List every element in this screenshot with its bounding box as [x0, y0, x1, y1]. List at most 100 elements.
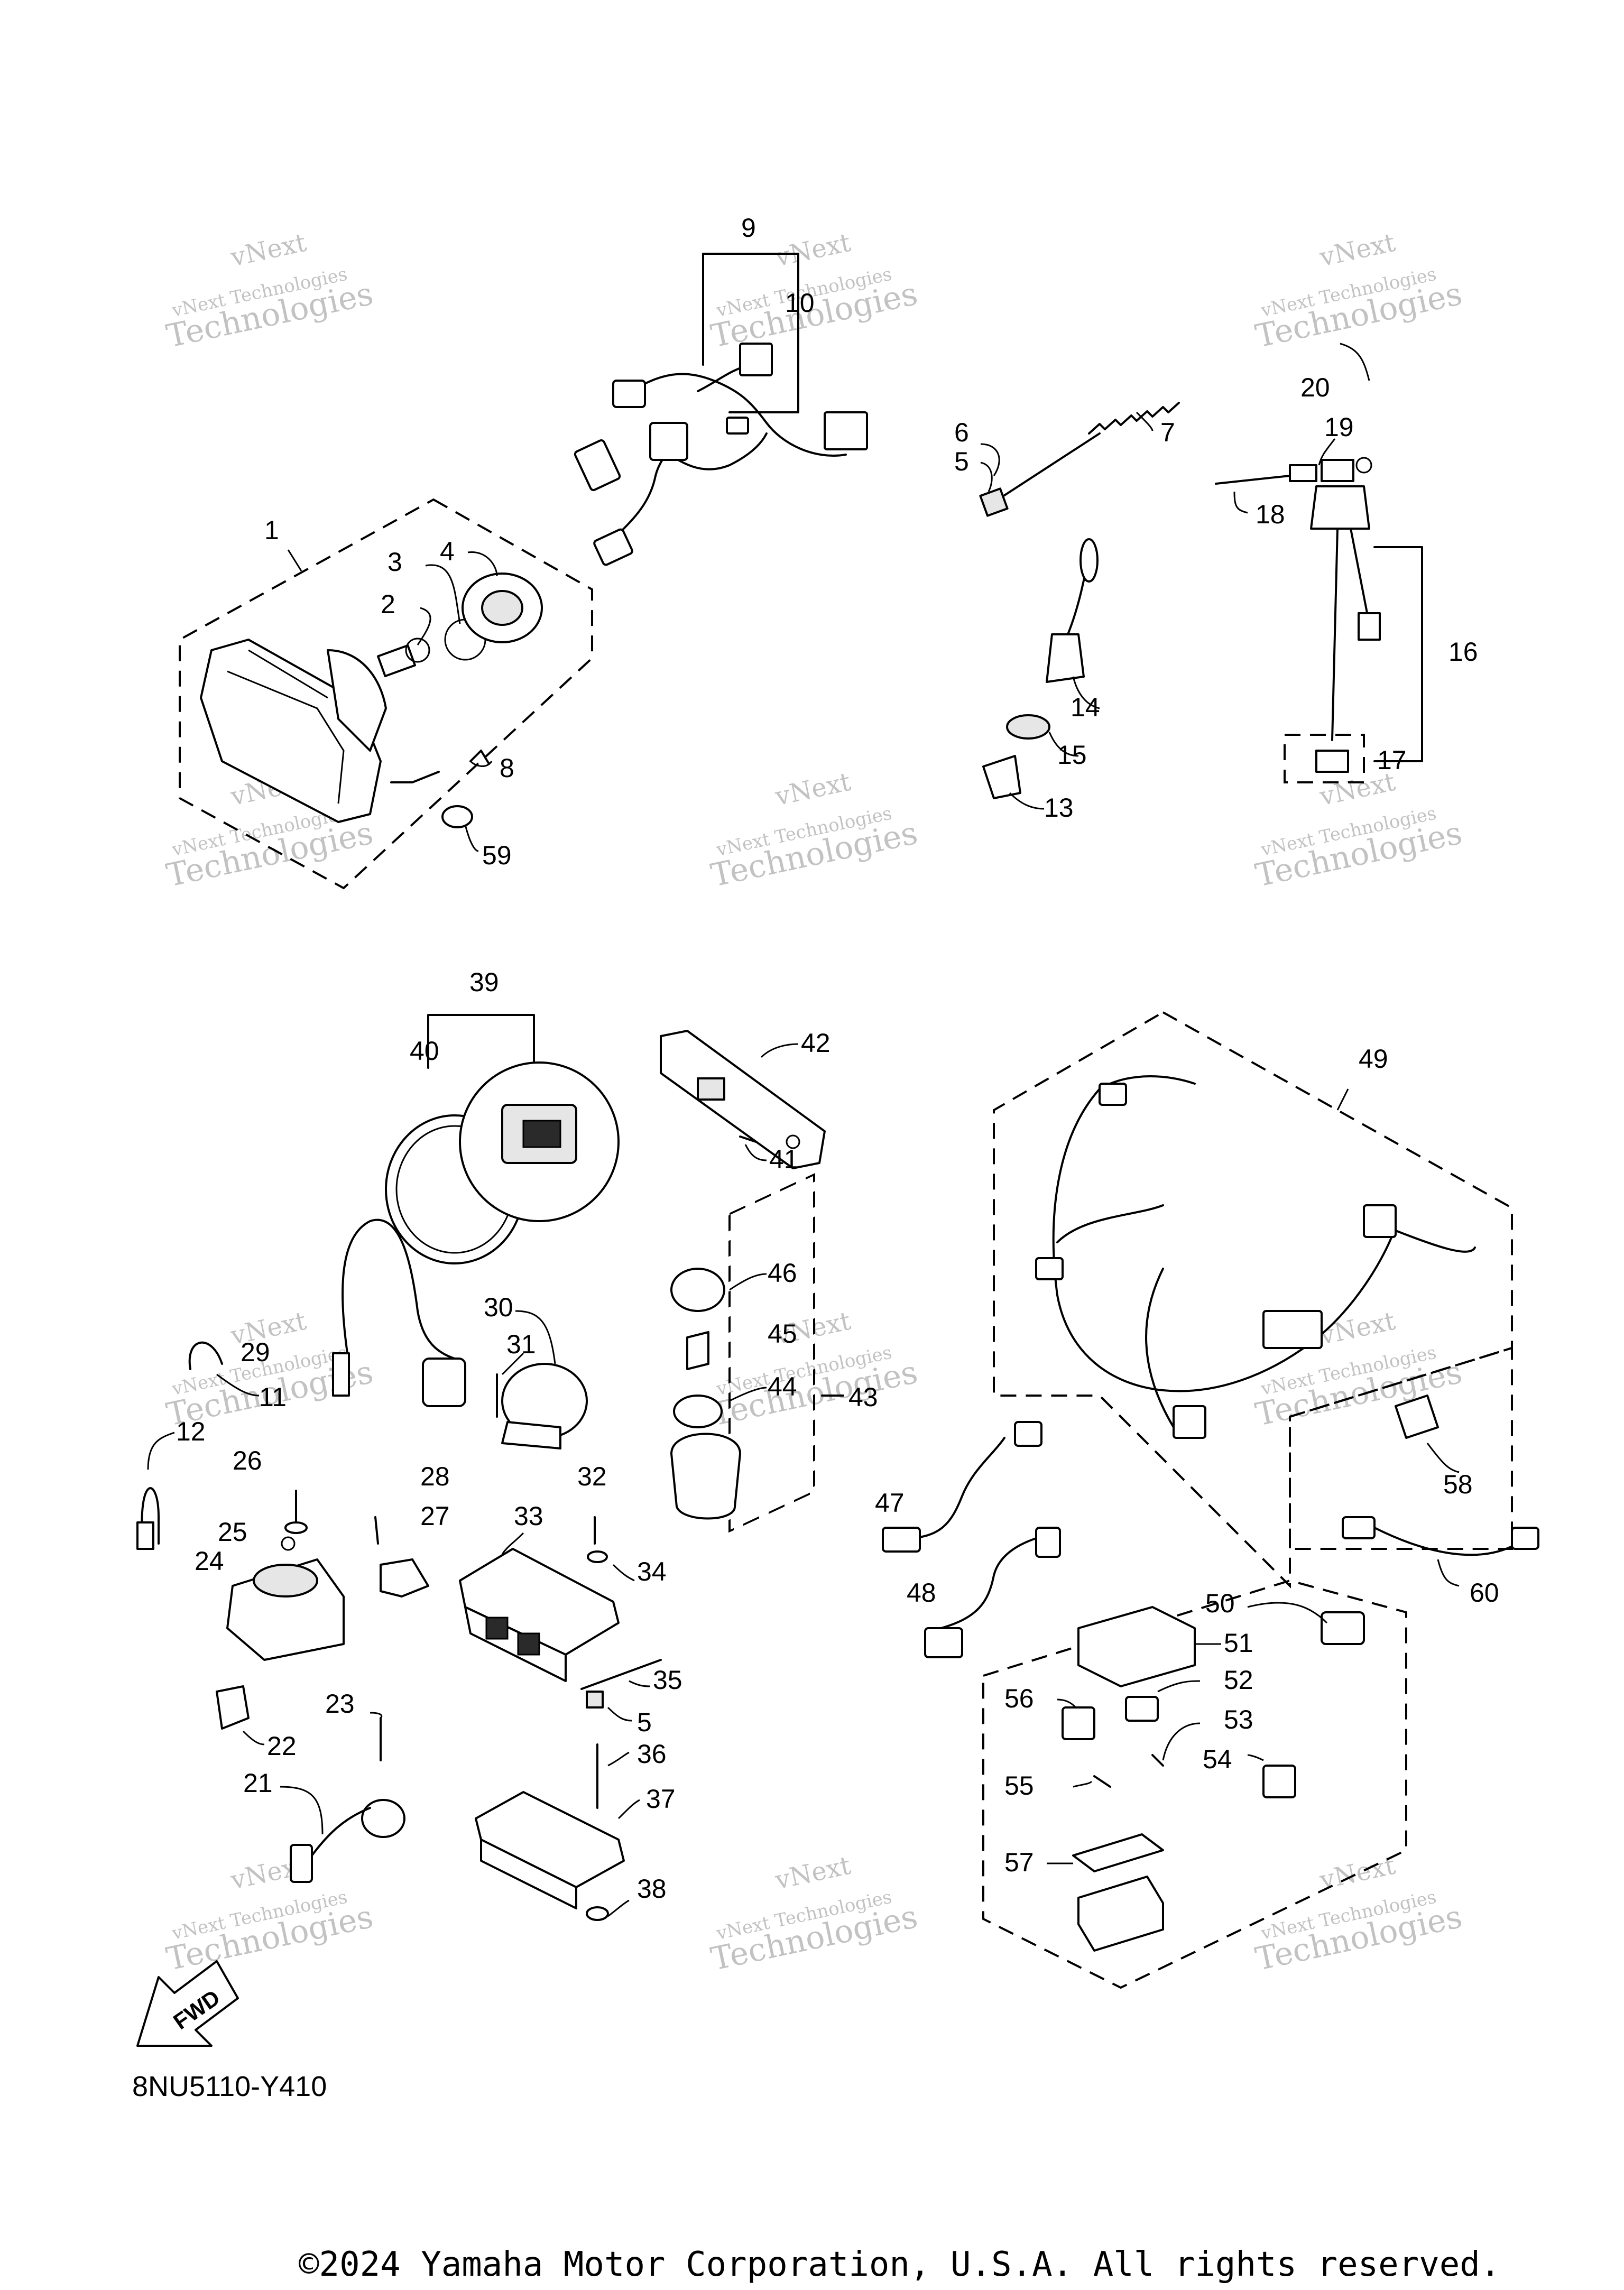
callout-47: 47	[875, 1488, 905, 1518]
connector-10	[726, 417, 749, 435]
float-17	[1315, 750, 1349, 773]
callout-5: 5	[954, 447, 969, 476]
harness-boundary	[993, 1011, 1513, 1589]
connector	[1099, 1083, 1127, 1106]
callout-14: 14	[1071, 692, 1100, 722]
meter-assembly: 39 40	[385, 967, 620, 1264]
ecu-assembly: 32 33 34 35 5 36 37 38	[459, 1462, 682, 1921]
body-24-top	[253, 1564, 318, 1598]
callout-32: 32	[577, 1462, 607, 1491]
holder-5b	[586, 1691, 604, 1709]
sensor-probe	[332, 1352, 350, 1397]
nut-15	[1006, 714, 1050, 740]
callout-5b: 5	[637, 1707, 652, 1737]
leader-38	[607, 1899, 630, 1917]
callout-58: 58	[1443, 1470, 1473, 1499]
part-50	[1321, 1611, 1365, 1645]
watermark-top: vNext	[1317, 228, 1398, 273]
callout-44: 44	[768, 1372, 797, 1401]
clip-11	[188, 1341, 223, 1370]
ignition-assembly: 46 45 44 43	[670, 1172, 878, 1533]
callout-39: 39	[469, 967, 499, 997]
switch-assembly: 14 15 13	[982, 538, 1100, 823]
buzzer-mount	[501, 1421, 561, 1449]
watermark-top: vNext	[772, 767, 853, 812]
lead-60	[1373, 1527, 1518, 1556]
callout-31: 31	[506, 1329, 536, 1359]
watermark-top: vNext	[228, 228, 309, 273]
leader-12	[147, 1432, 175, 1470]
callout-9: 9	[741, 213, 756, 243]
diagram-code: 8NU5110-Y410	[132, 2071, 327, 2102]
headlight-housing	[327, 649, 387, 752]
buzzer: 30 31	[484, 1292, 588, 1449]
nut-44	[673, 1395, 723, 1428]
fuse-box-boundary	[982, 1579, 1407, 1989]
connector	[574, 439, 621, 491]
connector	[593, 528, 633, 566]
callout-59: 59	[482, 841, 512, 870]
washer-26	[284, 1521, 308, 1534]
fuse-53	[1151, 1754, 1164, 1767]
bracket-grommet	[697, 1077, 725, 1101]
callout-56: 56	[1004, 1684, 1034, 1713]
main-harness: 49	[993, 1011, 1513, 1589]
leader-18	[1233, 491, 1248, 514]
bracket-39	[427, 1014, 535, 1064]
leader-23	[370, 1712, 383, 1719]
headlight-assembly: 1 2 3 4 8 59	[179, 498, 593, 890]
callout-34: 34	[637, 1557, 667, 1586]
harness-trunk-a	[1052, 1088, 1164, 1391]
callout-1: 1	[264, 515, 279, 545]
callout-46: 46	[768, 1258, 797, 1288]
washer-59	[441, 805, 473, 828]
callout-25: 25	[218, 1517, 247, 1547]
callout-10: 10	[785, 288, 815, 318]
ecu-port	[485, 1617, 509, 1640]
collar-19	[1289, 464, 1317, 482]
callout-24: 24	[195, 1546, 224, 1576]
bulb-base	[405, 638, 430, 663]
leader-22	[242, 1730, 265, 1746]
leader-52	[1157, 1680, 1201, 1693]
ecu-port	[517, 1632, 540, 1656]
key-45	[686, 1331, 709, 1370]
leader-5b	[607, 1706, 632, 1722]
spring-7	[1088, 402, 1180, 435]
leader-11	[216, 1373, 260, 1397]
watermark-top: vNext	[772, 1851, 853, 1896]
leader-44	[729, 1387, 767, 1402]
callout-55: 55	[1004, 1771, 1034, 1800]
callout-60: 60	[1470, 1578, 1499, 1608]
leader-31	[501, 1352, 524, 1375]
leader-60	[1437, 1559, 1460, 1587]
collar-34	[587, 1550, 608, 1563]
relay-56	[1062, 1706, 1095, 1740]
throttle-sensor: 12 26 25 24 28 27	[136, 1417, 450, 1661]
leader-37	[617, 1799, 640, 1820]
callout-57: 57	[1004, 1848, 1034, 1877]
part-22	[216, 1685, 250, 1730]
fuse-box-cover-51	[1077, 1606, 1196, 1687]
connector	[1173, 1405, 1206, 1439]
fuse-55	[1093, 1775, 1111, 1788]
callout-20: 20	[1300, 373, 1330, 402]
callout-48: 48	[907, 1578, 936, 1608]
callout-21: 21	[243, 1768, 273, 1798]
connector	[649, 422, 688, 461]
leader-13	[1009, 792, 1045, 810]
callout-29: 29	[241, 1337, 270, 1367]
harness-branch-c	[1384, 1225, 1476, 1253]
callout-35: 35	[653, 1665, 682, 1695]
leader-34	[612, 1564, 635, 1582]
watermark-top: vNext	[1317, 1851, 1398, 1896]
connector	[739, 343, 773, 376]
leader-33	[501, 1532, 524, 1555]
callout-15: 15	[1057, 740, 1087, 770]
ecu-37-side	[480, 1839, 577, 1909]
bulb-h4	[376, 644, 417, 678]
switch-58-group: 58 60	[1289, 1346, 1539, 1608]
headlight-stud	[390, 771, 440, 783]
callout-4: 4	[440, 537, 455, 566]
headlight-lens	[200, 639, 382, 823]
